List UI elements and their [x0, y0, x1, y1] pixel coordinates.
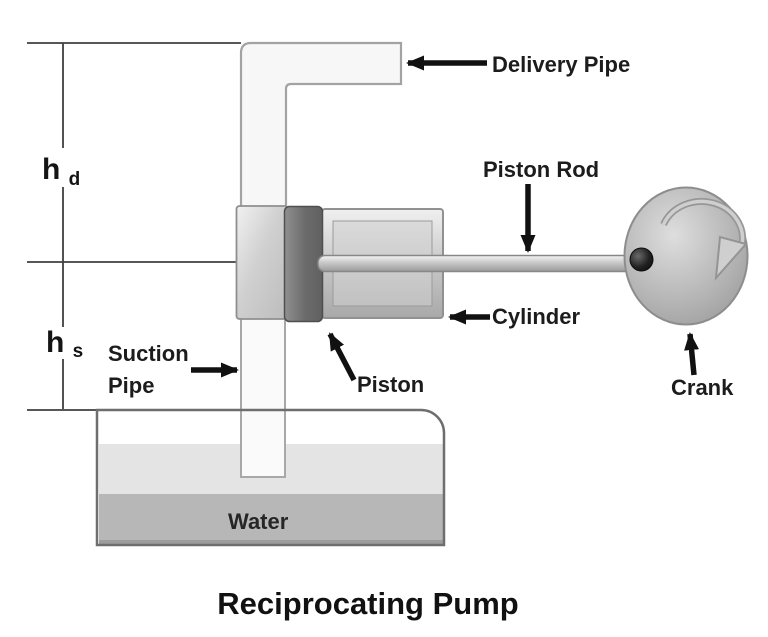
suction-pipe-label: Suction Pipe	[108, 341, 195, 398]
valve-box-shape	[235, 205, 289, 320]
crank-pin-shape	[629, 247, 654, 272]
crank-label: Crank	[671, 375, 734, 400]
suction-head-label: h s	[46, 326, 83, 362]
suction-pipe-shape	[240, 317, 286, 478]
crank-arrow	[684, 332, 700, 376]
water-tank-shape	[95, 408, 446, 547]
piston-arrow	[327, 332, 357, 382]
tank-bottom-shading	[99, 540, 443, 545]
diagram-title: Reciprocating Pump	[217, 586, 518, 621]
piston-shape	[283, 205, 324, 323]
delivery-pipe-shape	[239, 41, 403, 211]
cylinder-label: Cylinder	[492, 304, 580, 329]
piston-rod-shape	[317, 254, 634, 273]
delivery-head-label: h d	[42, 153, 80, 190]
piston-rod-label: Piston Rod	[483, 157, 599, 182]
piston-label: Piston	[357, 372, 424, 397]
crank-disc-shape	[623, 186, 749, 326]
rotation-arrow-icon	[660, 197, 748, 281]
water-label: Water	[228, 509, 289, 534]
delivery-pipe-label: Delivery Pipe	[492, 52, 630, 77]
water-deep-band	[99, 494, 443, 540]
